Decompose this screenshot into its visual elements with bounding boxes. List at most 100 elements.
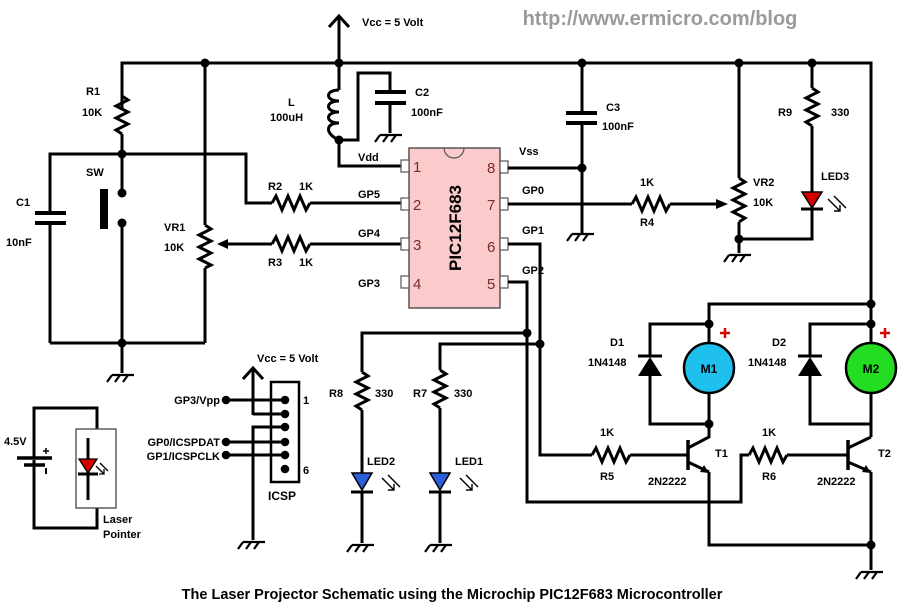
c3-value: 100nF (602, 121, 634, 133)
light-emission-icon (95, 462, 109, 475)
t2-ref: T2 (878, 448, 891, 460)
pin-4-name: GP3 (358, 278, 380, 290)
led3-ref: LED3 (821, 171, 849, 183)
c1-ref: C1 (16, 197, 30, 209)
t1-ref: T1 (715, 448, 728, 460)
r8-value: 330 (375, 388, 393, 400)
vcc-arrow-icon (327, 13, 351, 63)
icsp-arrow-icon (241, 365, 265, 415)
icsp-pin-1: 1 (303, 395, 309, 407)
pin-4-number: 4 (413, 276, 421, 293)
pushbutton-switch (100, 154, 127, 343)
motor-supply-rail (707, 299, 876, 324)
pin-6-number: 6 (487, 239, 495, 256)
r3-ref: R3 (268, 257, 282, 269)
r7-value: 330 (454, 388, 472, 400)
laser-pointer-circuit (17, 406, 117, 530)
d1-ref: D1 (610, 337, 624, 349)
sw-ref: SW (86, 167, 104, 179)
pin-3-name: GP4 (358, 228, 381, 240)
pin-1-number: 1 (413, 159, 421, 176)
icsp-signal-vpp: GP3/Vpp (174, 395, 220, 407)
potentiometer-vr2 (722, 63, 814, 264)
icsp-pin-6: 6 (303, 465, 309, 477)
pic12f683-chip: PIC12F683 (400, 147, 509, 309)
capacitor-c1 (35, 154, 66, 343)
blog-url: http://www.ermicro.com/blog (523, 8, 798, 30)
resistor-r3 (270, 233, 402, 255)
light-emission-icon (827, 195, 847, 212)
resistor-r6 (741, 444, 848, 466)
r5-value: 1K (600, 427, 614, 439)
r1-value: 10K (82, 107, 102, 119)
ic-name: PIC12F683 (446, 185, 465, 271)
r6-value: 1K (762, 427, 776, 439)
resistor-r8 (352, 370, 372, 473)
c1-value: 10nF (6, 237, 32, 249)
plus-mark-icon (720, 328, 730, 338)
laser-label-1: Laser (103, 514, 133, 526)
pin-2-number: 2 (413, 197, 421, 214)
r4-ref: R4 (640, 217, 655, 229)
r1-ref: R1 (86, 86, 100, 98)
l-value: 100uH (270, 112, 303, 124)
icsp-signal-dat: GP0/ICSPDAT (147, 437, 220, 449)
d2-ref: D2 (772, 337, 786, 349)
capacitor-c3 (508, 63, 597, 243)
pin-5-number: 5 (487, 276, 495, 293)
icsp-signal-clk: GP1/ICSPCLK (147, 451, 220, 463)
r3-value: 1K (299, 257, 313, 269)
c2-ref: C2 (415, 87, 429, 99)
potentiometer-vr1 (195, 63, 272, 343)
r9-value: 330 (831, 107, 849, 119)
led2-ref: LED2 (367, 456, 395, 468)
pin-7-number: 7 (487, 197, 495, 214)
resistor-r9 (802, 63, 822, 192)
vr1-ref: VR1 (164, 222, 185, 234)
light-emission-icon (459, 474, 479, 491)
transistor-t2 (846, 435, 885, 581)
led1-ref: LED1 (455, 456, 483, 468)
m2-label: M2 (863, 362, 880, 376)
icsp-header (221, 380, 301, 551)
pin-8-name: Vss (519, 146, 539, 158)
vcc-label: Vcc = 5 Volt (362, 17, 424, 29)
reset-net (48, 149, 272, 205)
c2-value: 100nF (411, 107, 443, 119)
t1-value: 2N2222 (648, 476, 687, 488)
inductor-l (327, 63, 402, 168)
pin-1-name: Vdd (358, 152, 379, 164)
motor-m1-stage (638, 319, 736, 429)
pin-2-name: GP5 (358, 189, 380, 201)
motor-m2-stage (798, 304, 898, 437)
d2-value: 1N4148 (748, 357, 787, 369)
plus-mark-icon (880, 328, 890, 338)
r9-ref: R9 (778, 107, 792, 119)
r2-value: 1K (299, 181, 313, 193)
r2-ref: R2 (268, 181, 282, 193)
vr1-value: 10K (164, 242, 184, 254)
icsp-vcc-label: Vcc = 5 Volt (257, 353, 319, 365)
l-ref: L (288, 97, 295, 109)
resistor-r4 (508, 193, 728, 215)
resistor-r7 (430, 368, 450, 473)
led1-blue (423, 472, 479, 554)
led3-red (800, 191, 847, 212)
r4-value: 1K (640, 177, 654, 189)
pin-7-name: GP0 (522, 185, 544, 197)
pin-3-number: 3 (413, 237, 421, 254)
icsp-label: ICSP (268, 489, 296, 503)
laser-label-2: Pointer (103, 529, 142, 541)
c3-ref: C3 (606, 102, 620, 114)
pin-8-number: 8 (487, 160, 495, 177)
light-emission-icon (381, 474, 401, 491)
resistor-r5 (582, 444, 688, 466)
led2-blue (345, 472, 401, 554)
battery-voltage: 4.5V (4, 436, 27, 448)
schematic-caption: The Laser Projector Schematic using the … (182, 587, 723, 603)
transistor-t1 (686, 424, 871, 547)
r7-ref: R7 (413, 388, 427, 400)
r5-ref: R5 (600, 471, 614, 483)
